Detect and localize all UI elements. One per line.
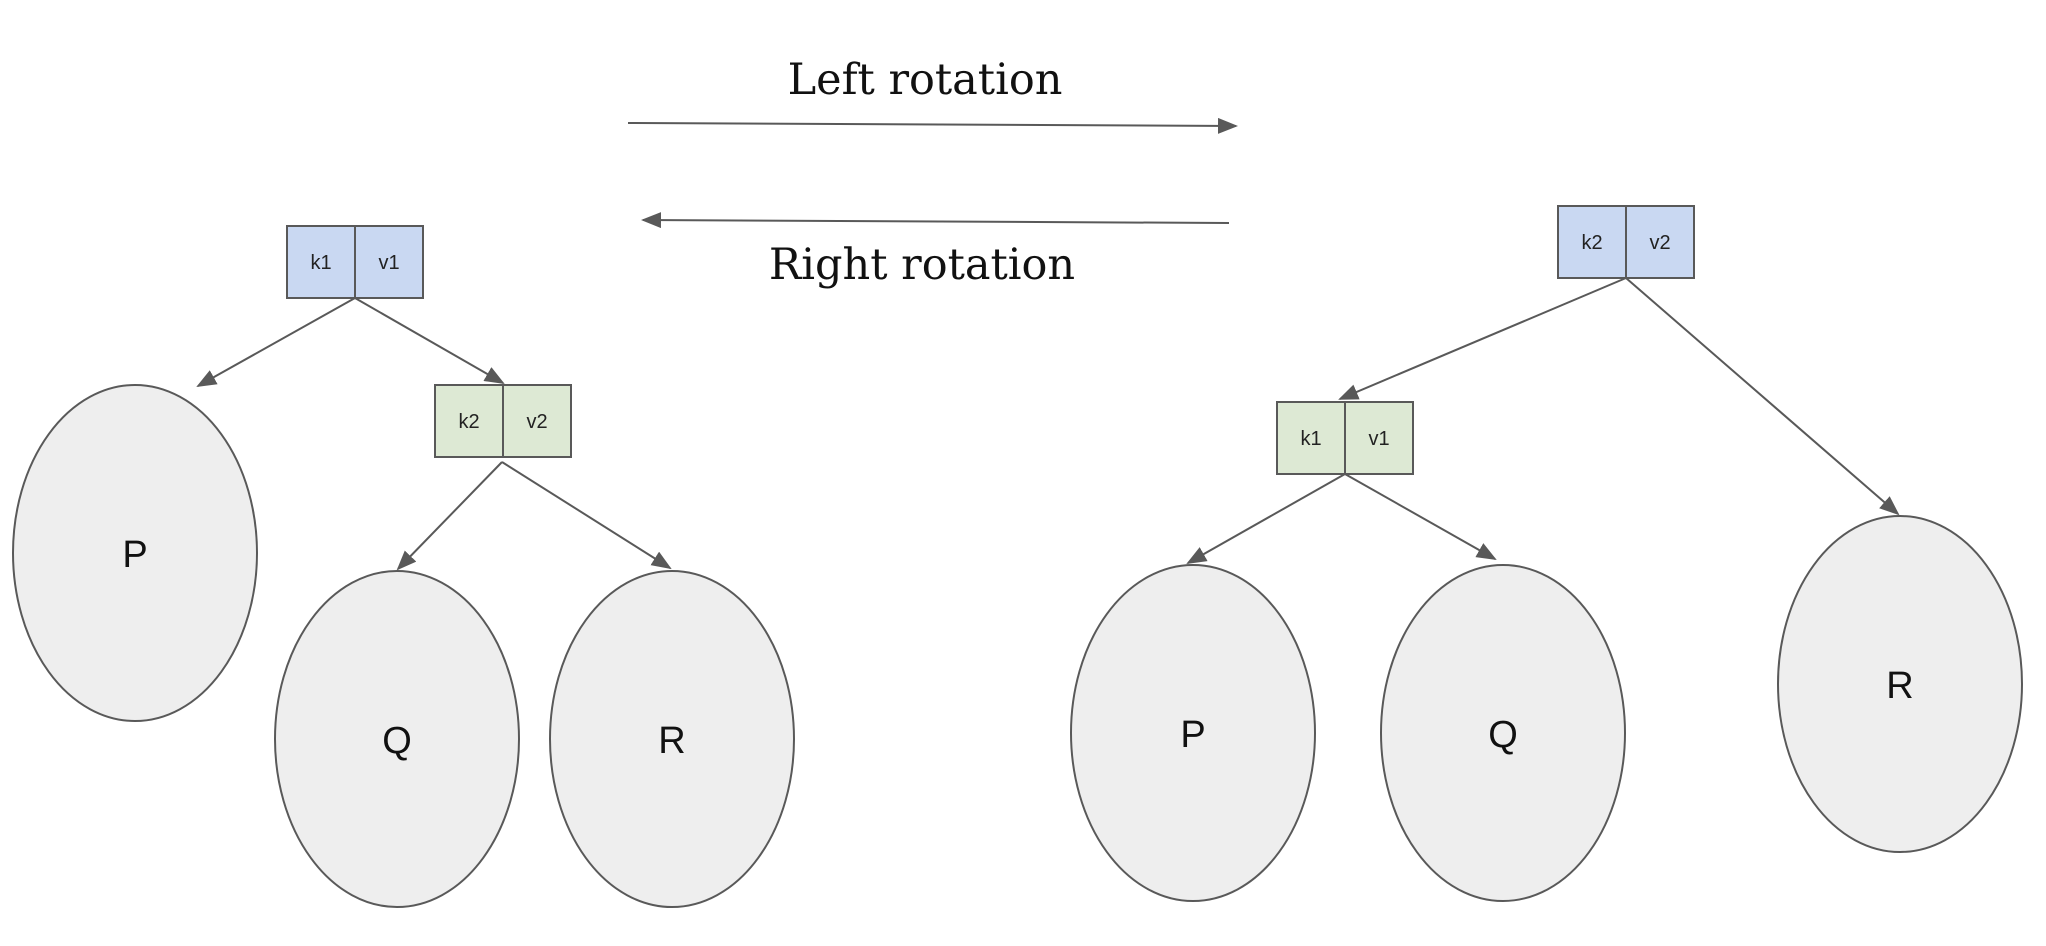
left-root-key-cell	[286, 225, 356, 299]
left-edge-child-to-r	[501, 461, 672, 570]
right-child-key: k1	[1300, 428, 1321, 450]
left-subtree-r-label: R	[658, 720, 685, 762]
left-edge-root-to-child	[354, 297, 505, 384]
left-child-value-cell	[502, 384, 572, 458]
right-edge-root-to-child	[1338, 277, 1627, 400]
right-root-value: v2	[1649, 232, 1670, 254]
right-child-value-cell	[1344, 401, 1414, 475]
right-root-key-cell	[1557, 205, 1627, 279]
right-edge-child-to-p	[1186, 473, 1346, 564]
left-child-key: k2	[458, 411, 479, 433]
left-root-node: k1 v1	[286, 225, 424, 299]
right-subtree-q: Q	[1380, 564, 1626, 902]
left-subtree-p-label: P	[122, 534, 147, 576]
left-child-value: v2	[526, 411, 547, 433]
left-subtree-q-label: Q	[382, 720, 412, 762]
left-root-value-cell	[354, 225, 424, 299]
right-child-node: k1 v1	[1276, 401, 1414, 475]
left-edge-child-to-q	[396, 461, 503, 571]
right-root-key: k2	[1581, 232, 1602, 254]
left-root-key: k1	[310, 252, 331, 274]
right-root-value-cell	[1625, 205, 1695, 279]
left-subtree-p: P	[12, 384, 258, 722]
right-tree: k2 v2 k1 v1 P Q R	[1070, 205, 2023, 902]
right-rotation-arrow	[641, 212, 1230, 229]
left-rotation-label: Left rotation	[788, 55, 1063, 105]
right-root-node: k2 v2	[1557, 205, 1695, 279]
right-edge-root-to-r	[1625, 277, 1900, 516]
right-rotation-label: Right rotation	[769, 240, 1075, 290]
right-subtree-r: R	[1777, 515, 2023, 853]
right-subtree-p: P	[1070, 564, 1316, 902]
right-edge-child-to-q	[1344, 473, 1497, 560]
right-subtree-r-label: R	[1886, 665, 1913, 707]
left-child-node: k2 v2	[434, 384, 572, 458]
left-child-key-cell	[434, 384, 504, 458]
right-child-value: v1	[1368, 428, 1389, 450]
left-edge-root-to-p	[196, 297, 356, 387]
left-rotation-arrow	[627, 117, 1238, 134]
right-subtree-p-label: P	[1180, 714, 1205, 756]
left-tree: k1 v1 k2 v2 P Q R	[12, 225, 795, 908]
left-subtree-q: Q	[274, 570, 520, 908]
left-root-value: v1	[378, 252, 399, 274]
left-subtree-r: R	[549, 570, 795, 908]
right-child-key-cell	[1276, 401, 1346, 475]
right-subtree-q-label: Q	[1488, 714, 1518, 756]
